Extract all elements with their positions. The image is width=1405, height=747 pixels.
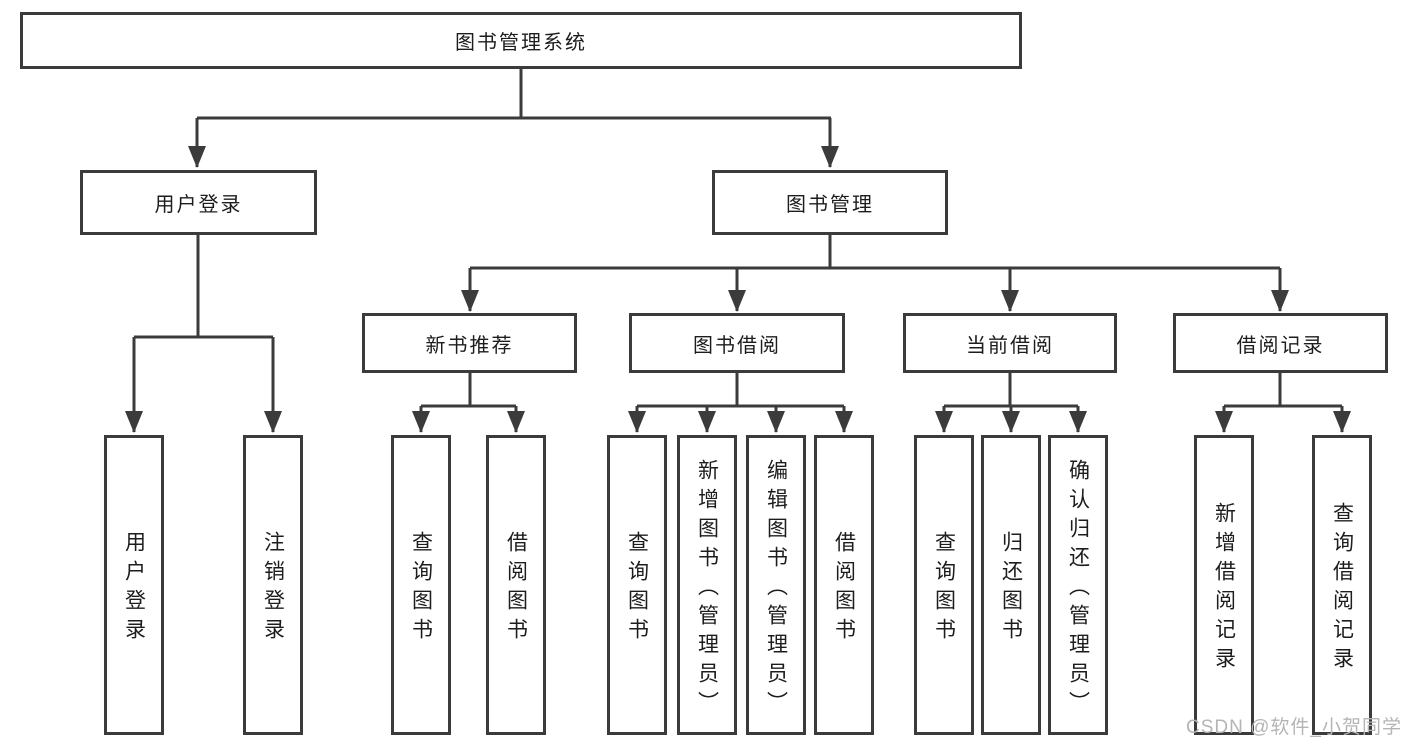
leaf-query-borrow-record: 查询借阅记录 [1312, 435, 1372, 735]
leaf-user-login: 用户登录 [104, 435, 164, 735]
node-book-management: 图书管理 [712, 170, 948, 235]
node-book-borrowing: 图书借阅 [629, 313, 845, 373]
leaf-query-books-recommend: 查询图书 [391, 435, 451, 735]
leaf-label: 借阅图书 [504, 531, 528, 647]
leaf-query-books-borrow: 查询图书 [607, 435, 667, 735]
node-current-borrowing: 当前借阅 [903, 313, 1117, 373]
leaf-label: 注销登录 [261, 531, 285, 647]
leaf-add-books-admin: 新增图书（管理员） [677, 435, 737, 735]
leaf-logout-login: 注销登录 [243, 435, 303, 735]
leaf-return-books: 归还图书 [981, 435, 1041, 735]
leaf-label: 用户登录 [122, 531, 146, 647]
node-label: 图书管理 [786, 194, 874, 216]
node-library-management-system: 图书管理系统 [20, 12, 1022, 69]
leaf-label: 编辑图书（管理员） [764, 458, 788, 720]
leaf-query-books-current: 查询图书 [914, 435, 974, 735]
node-label: 用户登录 [154, 194, 243, 216]
node-label: 图书借阅 [693, 334, 781, 357]
leaf-label: 新增借阅记录 [1212, 502, 1236, 676]
leaf-confirm-return-admin: 确认归还（管理员） [1048, 435, 1108, 735]
node-borrowing-records: 借阅记录 [1173, 313, 1388, 373]
leaf-borrow-books: 借阅图书 [814, 435, 874, 735]
leaf-label: 确认归还（管理员） [1066, 458, 1090, 720]
csdn-watermark: CSDN @软件_小贺同学 [1186, 717, 1402, 738]
node-new-book-recommendation: 新书推荐 [362, 313, 577, 373]
leaf-label: 新增图书（管理员） [695, 458, 719, 720]
leaf-label: 查询图书 [625, 531, 649, 647]
leaf-borrow-books-recommend: 借阅图书 [486, 435, 546, 735]
leaf-label: 借阅图书 [832, 531, 856, 647]
node-label: 新书推荐 [425, 334, 514, 357]
node-user-login: 用户登录 [80, 170, 317, 235]
node-label: 借阅记录 [1236, 334, 1325, 357]
leaf-add-borrow-record: 新增借阅记录 [1194, 435, 1254, 735]
leaf-label: 查询图书 [932, 531, 956, 647]
leaf-label: 归还图书 [999, 531, 1023, 647]
leaf-label: 查询图书 [409, 531, 433, 647]
node-label: 当前借阅 [966, 334, 1054, 357]
node-label: 图书管理系统 [455, 32, 587, 54]
leaf-edit-books-admin: 编辑图书（管理员） [746, 435, 806, 735]
leaf-label: 查询借阅记录 [1330, 502, 1354, 676]
